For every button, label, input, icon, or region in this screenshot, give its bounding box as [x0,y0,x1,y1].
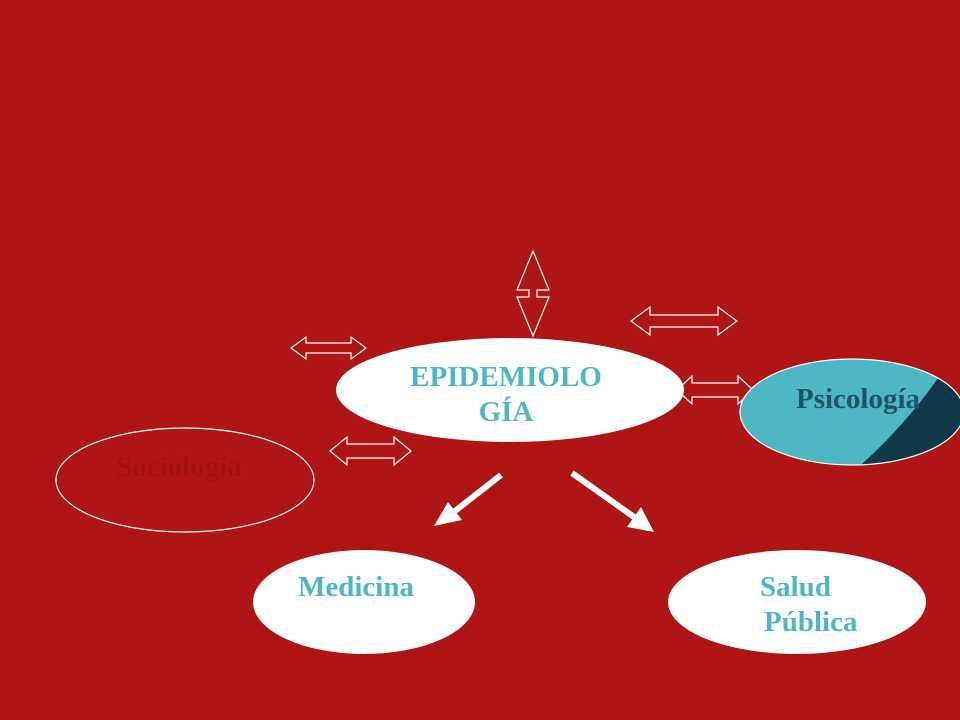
vertical-double-arrow [516,249,550,338]
salud-publica-node [668,550,926,654]
psicologia-label: Psicología [796,383,921,415]
salud-publica-label-line2: Pública [764,605,858,638]
medicina-node [253,550,475,654]
epidemiologia-label-line1: EPIDEMIOLO [410,361,602,393]
sociologia-label: Sociología [116,451,242,483]
sociologia-node [55,427,315,533]
epidemiologia-label: EPIDEMIOLO GÍA [336,360,676,430]
medicina-label: Medicina [298,571,414,603]
double-arrow-to-psicologia [676,374,754,406]
salud-publica-label-line1: Salud [760,571,831,603]
double-arrow-upper-left [289,335,368,361]
epidemiologia-node [336,338,684,442]
double-arrow-to-sociologia [329,435,412,467]
arrow-to-medicina [434,472,503,526]
salud-publica-label: Salud Pública [760,570,857,640]
arrow-to-salud-publica [570,470,654,532]
double-arrow-upper-right [629,305,739,337]
epidemiologia-label-line2: GÍA [478,395,534,428]
